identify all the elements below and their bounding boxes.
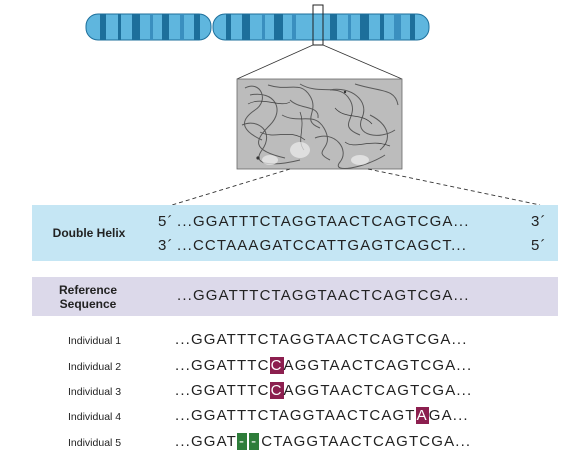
individual-sequence: ...GGATTTCCAGGTAACTCAGTCGA... (175, 357, 472, 374)
reference-sequence-label: Reference Sequence (38, 283, 138, 311)
deletion-highlight: - (236, 433, 248, 450)
top-strand-5-prime: 5´ (158, 213, 174, 230)
bottom-strand-3-prime: 3´ (158, 237, 174, 254)
substitution-highlight: C (269, 357, 284, 374)
individual-label: Individual 5 (68, 437, 122, 449)
individual-sequence: ...GGATTTCCAGGTAACTCAGTCGA... (175, 382, 472, 399)
zoom-region-marker (312, 4, 324, 46)
sequence-part: ...GGAT (175, 433, 237, 450)
sequence-part: AGGTAACTCAGTCGA... (283, 382, 473, 399)
substitution-highlight: A (415, 407, 429, 424)
double-helix-label: Double Helix (52, 226, 126, 240)
sequence-part: ...GGATTTCTAGGTAACTCAGTCGA... (175, 331, 468, 348)
individual-sequence: ...GGATTTCTAGGTAACTCAGTCGA... (175, 331, 468, 348)
bottom-strand-sequence: ...CCTAAAGATCCATTGAGTCAGCT... (177, 237, 468, 254)
top-strand-sequence: ...GGATTTCTAGGTAACTCAGTCGA... (177, 213, 470, 230)
deletion-highlight: - (249, 433, 260, 450)
sequence-part: ...GGATTTC (175, 382, 270, 399)
individual-sequence: ...GGATTTCTAGGTAACTCAGTAGA... (175, 407, 469, 424)
top-strand-3-prime: 3´ (531, 213, 547, 230)
reference-label-line1: Reference (58, 283, 118, 297)
sequence-part: AGGTAACTCAGTCGA... (283, 357, 473, 374)
individual-label: Individual 2 (68, 361, 122, 373)
chromatin-micrograph (236, 78, 403, 170)
reference-label-line2: Sequence (59, 297, 117, 311)
reference-sequence: ...GGATTTCTAGGTAACTCAGTCGA... (177, 287, 470, 304)
sequence-part: GA... (428, 407, 469, 424)
sequence-part: ...GGATTTC (175, 357, 270, 374)
chromosome-right-arm (212, 13, 430, 41)
chromosome-left-arm (85, 13, 212, 41)
chromosome-diagram (85, 4, 541, 205)
double-helix-band (32, 205, 558, 261)
bottom-strand-5-prime: 5´ (531, 237, 547, 254)
reference-sequence-band (32, 277, 558, 316)
individual-label: Individual 1 (68, 335, 122, 347)
substitution-highlight: C (269, 382, 284, 399)
sequence-part: CTAGGTAACTCAGTCGA... (261, 433, 472, 450)
individual-sequence: ...GGAT--CTAGGTAACTCAGTCGA... (175, 433, 471, 450)
individual-label: Individual 3 (68, 386, 122, 398)
sequence-part: ...GGATTTCTAGGTAACTCAGT (175, 407, 416, 424)
individual-label: Individual 4 (68, 411, 122, 423)
